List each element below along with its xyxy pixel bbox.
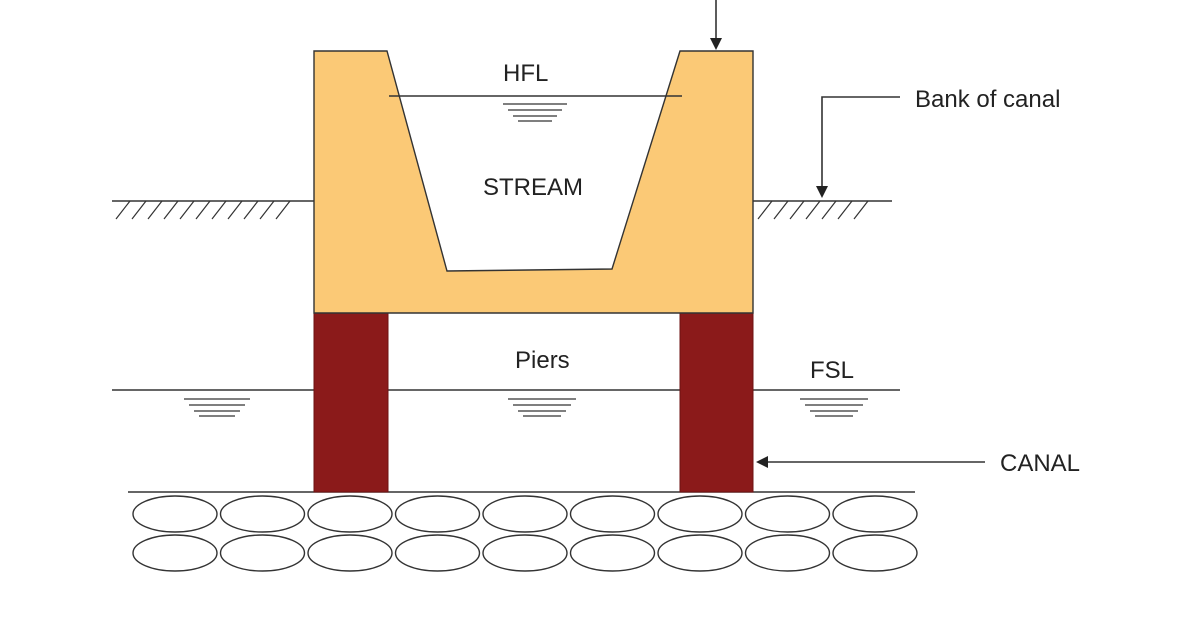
ground-right xyxy=(752,200,892,220)
boulder-stone xyxy=(744,495,831,533)
boulder-stone xyxy=(569,495,656,533)
stream-label: STREAM xyxy=(483,174,583,201)
stone-foundation xyxy=(132,495,918,572)
boulder-stone xyxy=(219,495,306,533)
ground-hatch-mark xyxy=(789,200,805,220)
pier-right xyxy=(679,312,754,493)
ground-left xyxy=(112,200,314,220)
ground-hatch-mark xyxy=(805,200,821,220)
boulder-stone xyxy=(832,495,918,533)
ground-hatch-mark xyxy=(853,200,869,220)
boulder-stone xyxy=(307,534,393,572)
boulder-stone xyxy=(482,495,568,533)
boulder-stone xyxy=(219,534,306,572)
ground-hatch-mark xyxy=(757,200,773,220)
bank-of-canal-label: Bank of canal xyxy=(915,86,1060,113)
ground-hatch-mark xyxy=(147,200,163,220)
boulder-stone xyxy=(657,534,743,572)
fsl-label: FSL xyxy=(810,357,854,384)
ground-hatch-mark xyxy=(773,200,789,220)
ground-hatch-mark xyxy=(179,200,195,220)
water-symbol-right xyxy=(800,398,868,417)
canal-label: CANAL xyxy=(1000,450,1080,477)
ground-hatch-mark xyxy=(131,200,147,220)
bank-of-canal-arrow xyxy=(816,96,900,198)
boulder-stone xyxy=(394,534,481,572)
hfl-label: HFL xyxy=(503,60,548,87)
boulder-stone xyxy=(394,495,481,533)
ground-hatch-mark xyxy=(115,200,131,220)
boulder-stone xyxy=(744,534,831,572)
aqueduct-trough xyxy=(313,50,754,314)
pier-left xyxy=(313,312,389,493)
ground-hatch-mark xyxy=(821,200,837,220)
ground-hatch-mark xyxy=(211,200,227,220)
ground-hatch-mark xyxy=(275,200,291,220)
water-symbol-center xyxy=(508,398,576,417)
ground-hatch-mark xyxy=(837,200,853,220)
boulder-stone xyxy=(832,534,918,572)
ground-hatch-mark xyxy=(259,200,275,220)
boulder-stone xyxy=(307,495,393,533)
boulder-stone xyxy=(569,534,656,572)
boulder-stone xyxy=(657,495,743,533)
piers-label: Piers xyxy=(515,347,570,374)
boulder-stone xyxy=(482,534,568,572)
ground-hatch-mark xyxy=(227,200,243,220)
ground-hatch-mark xyxy=(243,200,259,220)
boulder-stone xyxy=(132,534,218,572)
ground-hatch-mark xyxy=(195,200,211,220)
water-symbol-hfl xyxy=(503,103,567,122)
water-symbol-left xyxy=(184,398,250,417)
ground-hatch-mark xyxy=(163,200,179,220)
boulder-stone xyxy=(132,495,218,533)
